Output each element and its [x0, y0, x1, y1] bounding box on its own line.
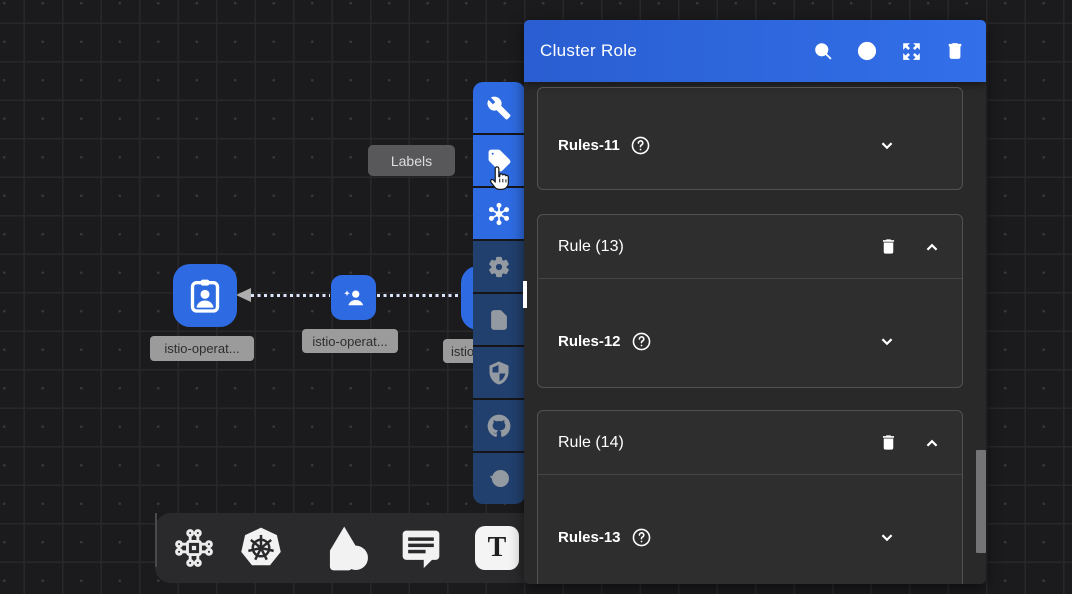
configure-tool-button[interactable] — [473, 82, 525, 133]
text-tool-glyph: T — [487, 532, 507, 563]
edge-arrowhead-icon — [236, 288, 251, 302]
settings-tool-button[interactable] — [473, 241, 525, 292]
person-add-icon — [343, 289, 363, 305]
rule-card: Rules-11 — [537, 87, 963, 190]
rules-item-label: Rules-12 — [558, 332, 621, 350]
rule-header-row[interactable]: Rule (13) — [538, 215, 962, 279]
rules-item-row[interactable]: Rules-13 — [538, 509, 962, 565]
rules-item-label: Rules-11 — [558, 136, 620, 154]
github-tool-button[interactable] — [473, 400, 525, 451]
rules-item-row[interactable]: Rules-12 — [538, 313, 962, 369]
cluster-role-panel: Cluster Role — [524, 20, 986, 584]
chevron-down-icon[interactable] — [875, 525, 899, 549]
panel-edge-caret — [523, 281, 527, 308]
node-label: istio-operat... — [302, 329, 398, 353]
wrench-icon — [487, 96, 511, 119]
search-icon — [814, 42, 832, 60]
panel-header: Cluster Role — [524, 20, 986, 82]
trash-icon — [882, 435, 894, 450]
mesh-hub-tool-button[interactable] — [473, 188, 525, 239]
delete-panel-button[interactable] — [938, 34, 972, 68]
rule-label: Rule (13) — [558, 237, 624, 255]
labels-tool-button[interactable] — [473, 135, 525, 186]
bottom-toolbar: T — [155, 513, 555, 583]
trash-icon — [948, 43, 962, 59]
chevron-up-icon[interactable] — [920, 431, 944, 455]
chevron-down-icon[interactable] — [875, 329, 899, 353]
help-icon[interactable] — [631, 331, 652, 352]
help-button[interactable] — [850, 34, 884, 68]
rule-card: Rule (14) Rules-13 — [537, 410, 963, 584]
mesh-network-icon — [175, 529, 213, 567]
search-button[interactable] — [806, 34, 840, 68]
hub-snowflake-icon — [488, 202, 510, 225]
doc-search-icon — [491, 309, 507, 330]
help-icon[interactable] — [631, 527, 652, 548]
rule-card: Rule (13) Rules-12 — [537, 214, 963, 388]
panel-scrollbar-thumb[interactable] — [976, 450, 986, 553]
labels-tooltip: Labels — [368, 145, 455, 176]
node-label: istio-operat... — [150, 336, 254, 361]
node-cluster-role[interactable] — [173, 264, 237, 327]
rules-item-row[interactable]: Rules-11 — [538, 117, 962, 173]
gear-icon — [489, 256, 509, 277]
comment-icon — [402, 530, 440, 569]
rules-item-label: Rules-13 — [558, 528, 621, 546]
edge-dotted — [251, 294, 330, 297]
kubernetes-tool-button[interactable] — [235, 522, 287, 574]
shield-icon — [489, 360, 509, 385]
hand-cursor-icon — [486, 164, 513, 200]
fullscreen-icon — [902, 42, 920, 60]
history-icon — [489, 469, 509, 488]
mesh-network-tool-button[interactable] — [169, 523, 219, 573]
rule-header-row[interactable]: Rule (14) — [538, 411, 962, 475]
help-icon — [857, 41, 877, 61]
kubernetes-icon — [241, 527, 281, 566]
inspect-doc-tool-button[interactable] — [473, 294, 525, 345]
node-service-account[interactable] — [331, 275, 376, 320]
history-tool-button[interactable] — [473, 453, 525, 504]
chevron-up-icon[interactable] — [920, 235, 944, 259]
shapes-icon — [329, 526, 368, 571]
delete-rule-button[interactable] — [878, 431, 898, 455]
panel-title: Cluster Role — [540, 41, 638, 60]
security-tool-button[interactable] — [473, 347, 525, 398]
comment-tool-button[interactable] — [395, 522, 447, 574]
shapes-tool-button[interactable] — [318, 520, 374, 576]
toolbar-divider — [155, 513, 157, 567]
github-icon — [487, 414, 511, 437]
side-toolbar — [473, 82, 525, 504]
delete-rule-button[interactable] — [878, 235, 898, 259]
edge-dotted — [377, 294, 464, 297]
fullscreen-button[interactable] — [894, 34, 928, 68]
help-icon[interactable] — [630, 135, 651, 156]
panel-body: Rules-11 Rule (13) — [524, 82, 986, 584]
trash-icon — [882, 239, 894, 254]
chevron-down-icon[interactable] — [875, 133, 899, 157]
text-tool-button[interactable]: T — [475, 526, 519, 570]
rule-label: Rule (14) — [558, 433, 624, 451]
badge-icon — [190, 279, 220, 313]
